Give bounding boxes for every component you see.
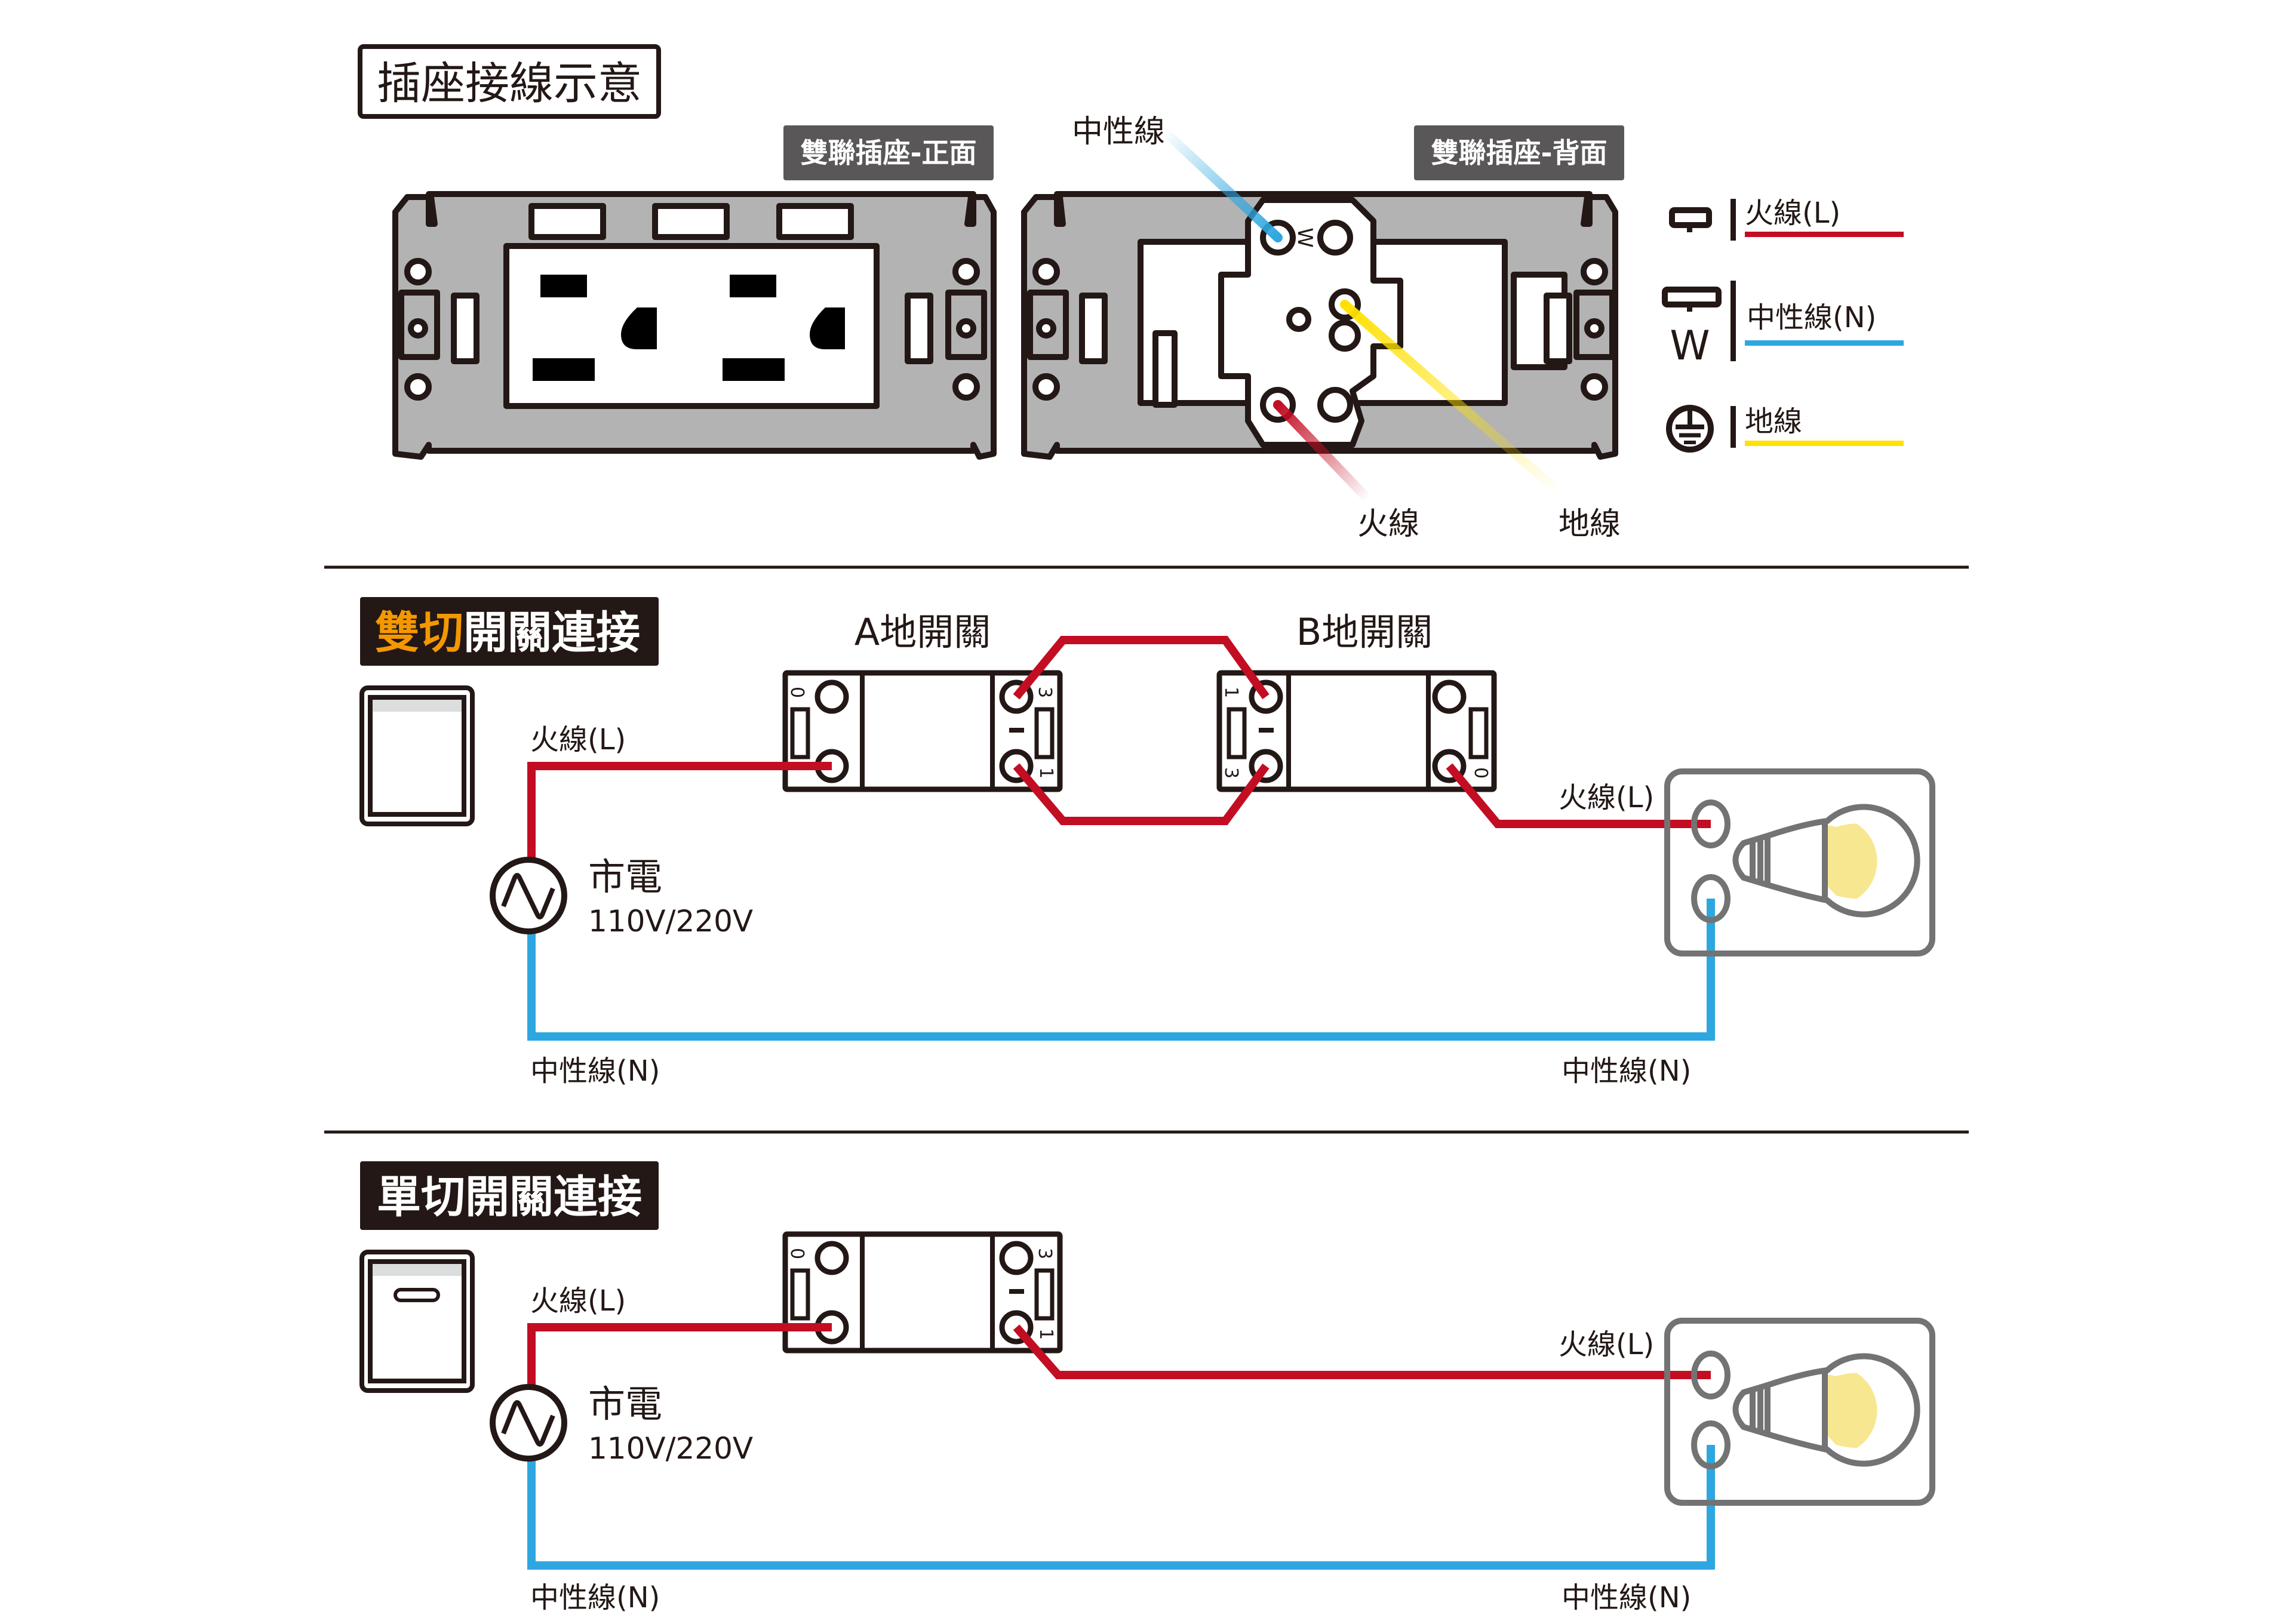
legend-item-neutral: W 中性線(N)	[1662, 281, 1904, 370]
neutral-terminal-mark: W	[1293, 227, 1317, 248]
neutral-label-right: 中性線(N)	[1562, 1581, 1691, 1614]
back-label-badge: 雙聯插座-背面	[1414, 125, 1624, 180]
power-label: 市電	[588, 1382, 662, 1426]
terminal-0: 0	[786, 1248, 807, 1259]
double-switch-title-box: 雙切開關連接	[360, 597, 659, 666]
live-wire-source-to-a	[527, 762, 832, 1015]
socket-back: W	[1021, 127, 1618, 503]
ground-symbol-icon	[1666, 405, 1714, 453]
legend-label-ground: 地線	[1745, 405, 1802, 438]
screw-icon	[1286, 307, 1311, 332]
legend-swatch-neutral	[1745, 340, 1904, 346]
legend-label-live: 火線(L)	[1745, 196, 1840, 230]
light-bulb-icon	[1732, 1353, 1920, 1467]
terminal-1: 1	[1035, 767, 1056, 779]
legend-swatch-live	[1745, 232, 1904, 237]
ground-callout-wire	[1340, 300, 1564, 497]
terminal-1: 1	[1035, 1328, 1056, 1340]
neutral-callout-wire	[1160, 127, 1283, 242]
front-side-slots	[398, 258, 987, 401]
legend-item-ground: 地線	[1666, 405, 1904, 453]
legend-label-neutral: 中性線(N)	[1747, 301, 1876, 334]
socket-section: 插座接線示意 雙聯插座-正面	[358, 44, 1904, 542]
neutral-callout-label: 中性線	[1072, 114, 1165, 150]
section-title: 單切開關連接	[377, 1171, 642, 1223]
single-switch-title-box: 單切開關連接	[360, 1161, 659, 1230]
section-title: 插座接線示意	[377, 58, 642, 109]
rocker-switch-icon	[359, 1250, 475, 1393]
back-label: 雙聯插座-背面	[1431, 137, 1607, 169]
ac-source-icon	[490, 857, 567, 934]
rocker-switch-icon	[359, 685, 475, 826]
neutral-terminal-w: W	[1670, 322, 1710, 370]
live-label-right: 火線(L)	[1559, 781, 1654, 814]
neutral-label-left: 中性線(N)	[530, 1054, 660, 1088]
wire-legend: 火線(L) W 中性線(N)	[1662, 196, 1904, 453]
switch-a: 0 3 1	[782, 670, 1063, 792]
switch-b-label: B地開關	[1296, 610, 1433, 654]
terminal-0: 0	[786, 687, 807, 698]
live-label-left: 火線(L)	[530, 723, 626, 756]
title-highlight: 雙切	[375, 607, 463, 659]
voltage-label: 110V/220V	[588, 904, 753, 939]
terminal-3: 3	[1034, 1248, 1055, 1259]
switch-a-label: A地開關	[855, 610, 991, 654]
double-switch-section: 雙切開關連接 A地開關 B地開關 0 3 1	[359, 597, 1935, 1088]
neutral-label-right: 中性線(N)	[1562, 1054, 1691, 1088]
traveler-wire-upper	[1013, 636, 1270, 700]
socket-front	[392, 191, 997, 460]
lamp-fixture	[1664, 1318, 1935, 1506]
live-callout-wire	[1273, 400, 1372, 503]
live-callout-label: 火線	[1357, 506, 1419, 542]
svg-text:雙切開關連接: 雙切開關連接	[375, 607, 640, 659]
terminal-3: 3	[1034, 687, 1055, 698]
front-label-badge: 雙聯插座-正面	[783, 125, 994, 180]
traveler-wire-lower	[1013, 763, 1270, 825]
live-label-right: 火線(L)	[1559, 1328, 1654, 1361]
single-switch-section: 單切開關連接 0 3 1 火線(L) 火線(L) 中性線	[359, 1161, 1935, 1614]
live-label-left: 火線(L)	[530, 1284, 626, 1318]
live-terminal-icon	[1669, 207, 1712, 232]
legend-swatch-ground	[1745, 441, 1904, 446]
lamp-fixture	[1664, 768, 1935, 956]
voltage-label: 110V/220V	[588, 1431, 753, 1466]
neutral-wire	[527, 899, 1715, 1041]
neutral-label-left: 中性線(N)	[530, 1581, 660, 1614]
ground-callout-label: 地線	[1559, 506, 1621, 542]
live-wire-b-to-lamp	[1446, 763, 1711, 828]
ac-source-icon	[490, 1384, 567, 1462]
terminal-3: 3	[1221, 767, 1241, 779]
terminal-1: 1	[1221, 687, 1241, 698]
front-mount-clips	[528, 203, 854, 240]
live-wire-switch-to-lamp	[1013, 1324, 1711, 1379]
section-title-box: 插座接線示意	[358, 44, 661, 119]
neutral-terminal-w-icon: W	[1662, 287, 1722, 370]
terminal-0: 0	[1470, 767, 1491, 779]
light-bulb-icon	[1732, 804, 1920, 918]
back-side-slots	[1027, 258, 1615, 401]
power-label: 市電	[588, 855, 662, 899]
legend-item-live: 火線(L)	[1669, 196, 1904, 241]
front-label: 雙聯插座-正面	[800, 137, 976, 169]
title-rest: 開關連接	[463, 607, 640, 659]
